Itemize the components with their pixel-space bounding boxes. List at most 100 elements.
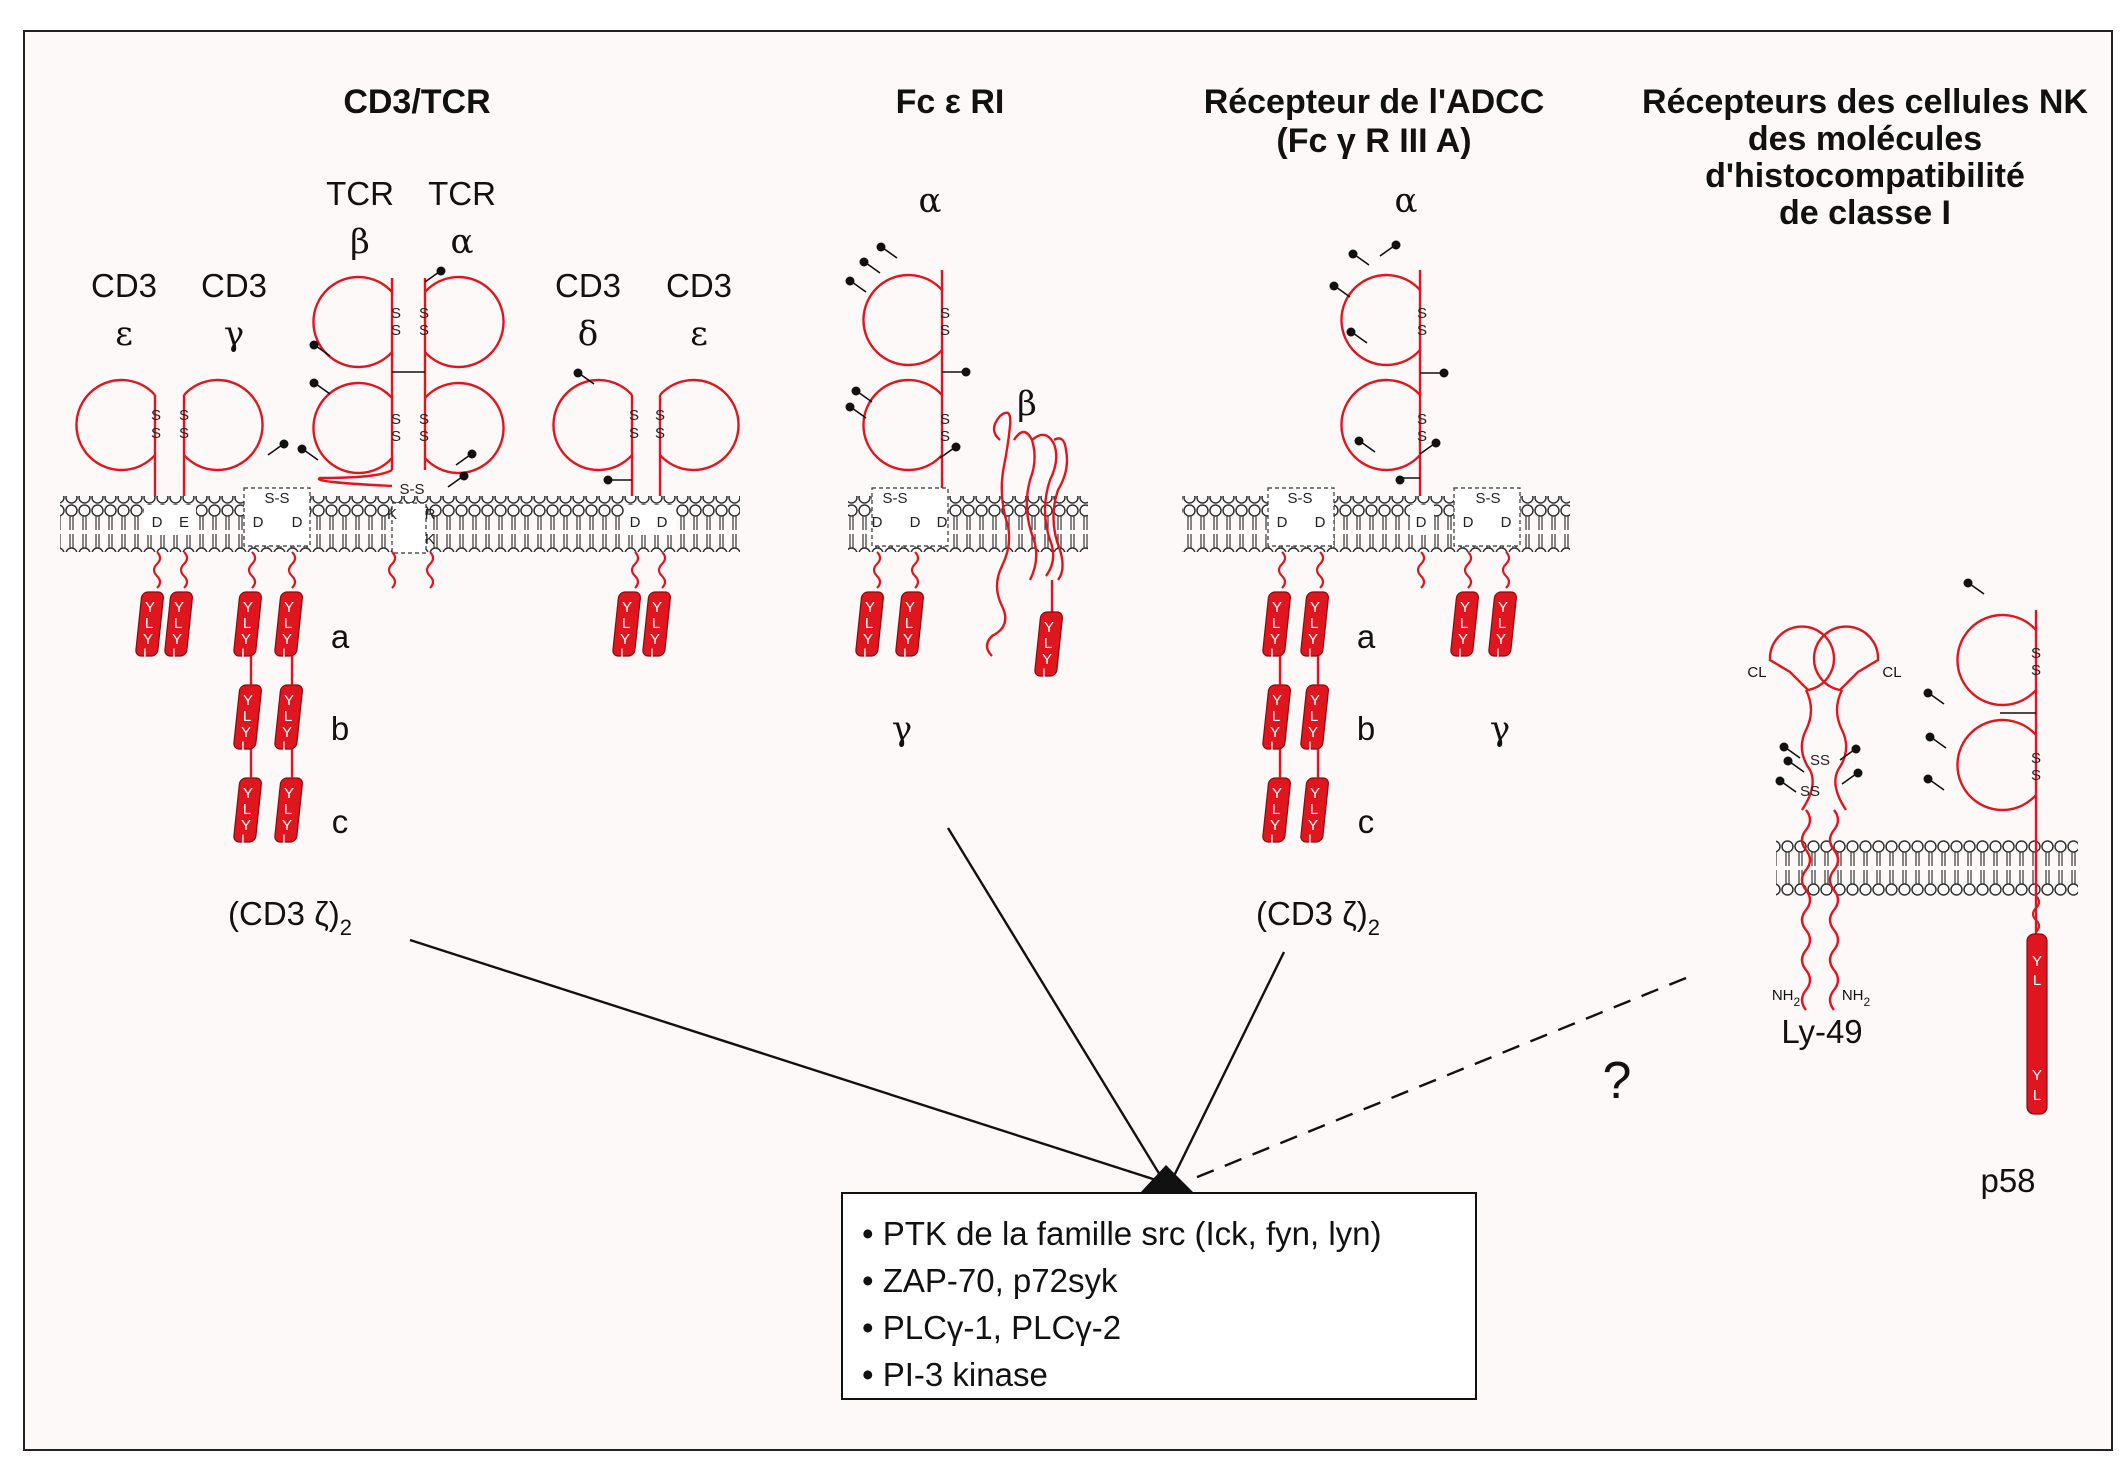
box-item-plc: • PLCγ-1, PLCγ-2: [862, 1309, 1121, 1346]
label-epsilon-left: ε: [115, 314, 133, 354]
p58-itim: [2026, 933, 2048, 1115]
svg-text:S: S: [940, 428, 950, 445]
svg-text:S: S: [2031, 645, 2041, 662]
cd3g-tm-e: E: [179, 514, 189, 531]
tcr-tm-k2: K: [425, 531, 435, 548]
itam-label-a: a: [331, 618, 350, 655]
title-adcc-line2: (Fc γ R III A): [1276, 122, 1471, 160]
title-nk-line4: de classe I: [1779, 194, 1951, 232]
label-delta: δ: [578, 314, 598, 354]
adcc-label-gamma: γ: [1490, 709, 1510, 749]
box-item-pi3k: • PI-3 kinase: [862, 1356, 1048, 1393]
svg-text:S: S: [2031, 767, 2041, 784]
fceri-label-alpha: α: [919, 181, 942, 221]
adcc-complex: α γ S S S S S-S D D D S-S D D: [1256, 181, 1521, 940]
adcc-itam-label-b: b: [1357, 710, 1375, 747]
cd3-delta-chain: S S: [552, 367, 639, 496]
fceri-beta-chain: [985, 411, 1069, 657]
fceri-tm-d2: D: [910, 514, 921, 531]
title-adcc-line1: Récepteur de l'ADCC: [1204, 83, 1545, 121]
svg-text:S: S: [419, 305, 429, 322]
zeta-ss-bridge: S-S: [264, 490, 289, 507]
title-nk-line1: Récepteurs des cellules NK: [1642, 83, 2088, 121]
adcc-ss-bridge2: S-S: [1475, 490, 1500, 507]
title-cd3tcr: CD3/TCR: [343, 83, 490, 121]
svg-text:S: S: [629, 425, 639, 442]
label-tcr-alpha: TCR: [428, 175, 496, 212]
label-p58: p58: [1980, 1162, 2035, 1199]
question-mark: ?: [1603, 1052, 1632, 1110]
tcr-beta-chain: S S S S: [296, 275, 401, 488]
tcr-tm-k: K: [387, 506, 397, 523]
label-gamma: γ: [224, 314, 244, 354]
ly49-ss-2: SS: [1800, 783, 1820, 800]
svg-text:S: S: [151, 425, 161, 442]
ly49-nh2-right: NH2: [1842, 987, 1871, 1009]
label-cd3-gamma: CD3: [201, 267, 267, 304]
svg-text:S: S: [151, 407, 161, 424]
signaling-molecules-box: • PTK de la famille src (Ick, fyn, lyn) …: [841, 1192, 1477, 1400]
svg-text:S: S: [2031, 662, 2041, 679]
svg-text:S: S: [655, 407, 665, 424]
fceri-alpha-chain: S S S S: [844, 241, 972, 496]
p58-l2: L: [2033, 1087, 2041, 1104]
label-ly49: Ly-49: [1781, 1013, 1862, 1050]
arrow-from-adcc: [1170, 951, 1286, 1181]
title-nk-line3: d'histocompatibilité: [1705, 157, 2025, 195]
svg-text:S: S: [1417, 428, 1427, 445]
label-alpha: α: [451, 222, 474, 262]
svg-text:S: S: [2031, 750, 2041, 767]
cd3e2-tm-d: D: [657, 514, 668, 531]
zeta-tm-d1: D: [253, 514, 264, 531]
adcc-tm-d5: D: [1501, 514, 1512, 531]
cd3e-tm-d: D: [152, 514, 163, 531]
adcc-label-zeta-dimer: (CD3 ζ)2: [1256, 895, 1380, 940]
box-item-zap70: • ZAP-70, p72syk: [862, 1262, 1118, 1299]
svg-text:S: S: [391, 411, 401, 428]
fceri-label-beta: β: [1017, 384, 1037, 424]
arrow-from-cd3tcr: [409, 938, 1157, 1182]
svg-text:S: S: [1417, 305, 1427, 322]
label-zeta-dimer: (CD3 ζ)2: [228, 895, 352, 940]
label-cd3-delta: CD3: [555, 267, 621, 304]
svg-text:S: S: [940, 322, 950, 339]
cd3tcr-complex: CD3 ε CD3 γ TCR β TCR α CD3 δ CD3 ε S S …: [75, 175, 740, 940]
ly49-nh2-left: NH2: [1772, 987, 1801, 1009]
adcc-tm-d2: D: [1315, 514, 1326, 531]
arrow-from-fceri: [946, 827, 1165, 1181]
box-item-ptk: • PTK de la famille src (Ick, fyn, lyn): [862, 1215, 1382, 1252]
adcc-itam-label-c: c: [1358, 803, 1375, 840]
tcr-alpha-chain: S S S S: [392, 265, 505, 488]
fceri-label-gamma: γ: [892, 709, 912, 749]
svg-text:S: S: [391, 322, 401, 339]
tcr-tm-r: R: [425, 506, 436, 523]
svg-text:S: S: [629, 407, 639, 424]
cd3-gamma-chain: S S: [179, 378, 290, 496]
svg-text:S: S: [419, 322, 429, 339]
adcc-tm-d3: D: [1416, 514, 1427, 531]
label-tcr-beta: TCR: [326, 175, 394, 212]
label-beta: β: [350, 222, 370, 262]
adcc-tm-d1: D: [1277, 514, 1288, 531]
title-fceri: Fc ε RI: [896, 83, 1005, 121]
membrane-nk: [1776, 840, 2078, 896]
nk-receptors: CL CL SS SS NH2 NH2 Ly-49 S S S S: [1747, 577, 2048, 1199]
itam-label-b: b: [331, 710, 349, 747]
ly49-cl-right: CL: [1882, 664, 1901, 681]
tcr-ss-bridge: S-S: [399, 481, 424, 498]
cd3-epsilon-right-chain: S S: [655, 378, 740, 496]
svg-text:S: S: [179, 407, 189, 424]
ly49-receptor: CL CL SS SS NH2 NH2 Ly-49: [1747, 625, 1902, 1050]
adcc-tm-d4: D: [1463, 514, 1474, 531]
svg-text:S: S: [1417, 411, 1427, 428]
svg-text:S: S: [179, 425, 189, 442]
fceri-complex: α β γ S S S S S-S D D D: [844, 181, 1069, 749]
adcc-alpha-chain: S S S S: [1328, 239, 1450, 496]
itam-label-c: c: [332, 803, 349, 840]
p58-receptor: S S S S Y L Y L p58: [1922, 577, 2048, 1199]
label-cd3-epsilon-right: CD3: [666, 267, 732, 304]
ly49-cl-left: CL: [1747, 664, 1766, 681]
svg-text:S: S: [391, 428, 401, 445]
svg-text:S: S: [391, 305, 401, 322]
